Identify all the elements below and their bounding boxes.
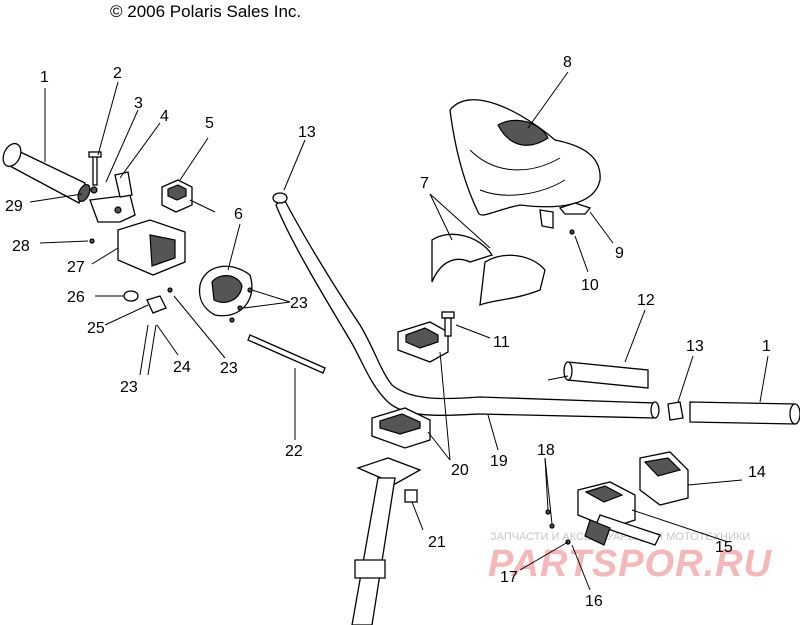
switch-housing	[639, 451, 689, 506]
callout-23-left: 23	[120, 379, 138, 396]
callout-5: 5	[205, 115, 214, 132]
callout-19: 19	[490, 453, 508, 470]
watermark-tagline: ЗАПЧАСТИ И АКСЕССУАРЫ ДЛЯ МОТОТЕХНИКИ	[490, 531, 750, 543]
bar-end-plug	[667, 401, 684, 421]
copyright-notice: © 2006 Polaris Sales Inc.	[110, 2, 302, 21]
callout-25: 25	[87, 320, 105, 337]
callout-9: 9	[615, 245, 624, 262]
callout-14: 14	[748, 464, 766, 481]
callout-7: 7	[420, 175, 429, 192]
leader-lines	[29, 71, 769, 591]
clamp-bolt	[441, 311, 455, 337]
callout-20: 20	[451, 462, 469, 479]
left-clamp-hardware	[88, 151, 136, 223]
callout-16: 16	[585, 593, 603, 610]
callout-27: 27	[67, 259, 85, 276]
callout-24: 24	[173, 359, 191, 376]
callout-8: 8	[563, 54, 572, 71]
callout-3: 3	[134, 95, 143, 112]
brake-master-cylinder	[545, 481, 661, 546]
callout-12: 12	[637, 292, 655, 309]
watermark: ЗАПЧАСТИ И АКСЕССУАРЫ ДЛЯ МОТОТЕХНИКИ PA…	[488, 531, 773, 585]
handlebar-pad	[449, 99, 601, 216]
throttle-block	[161, 179, 216, 213]
callout-18: 18	[537, 442, 555, 459]
watermark-logo: PARTSPOR.RU	[488, 543, 773, 585]
hand-guard-brackets	[431, 233, 546, 307]
callout-1-right: 1	[762, 338, 771, 355]
right-grip	[689, 401, 800, 425]
upper-clamp	[397, 321, 449, 363]
callout-labels: 1 2 3 4 5 6 7 8 9 10 11 12 13 13 1 14 15…	[5, 54, 771, 610]
pad-brackets	[539, 202, 592, 235]
steering-post	[351, 457, 422, 625]
handlebar	[272, 192, 660, 419]
callout-26: 26	[67, 289, 85, 306]
callout-17: 17	[500, 569, 518, 586]
callout-29: 29	[5, 198, 23, 215]
callout-4: 4	[160, 108, 169, 125]
callout-15: 15	[715, 539, 733, 556]
callout-23-right: 23	[290, 295, 308, 312]
callout-13-right: 13	[686, 338, 704, 355]
callout-2: 2	[113, 65, 122, 82]
right-throttle-grip	[547, 361, 649, 389]
throttle-cover	[167, 265, 253, 323]
callout-10: 10	[581, 277, 599, 294]
callout-6: 6	[234, 206, 243, 223]
callout-23-middle: 23	[220, 360, 238, 377]
left-grip	[2, 142, 91, 204]
lower-clamp	[371, 407, 431, 449]
callout-28: 28	[12, 238, 30, 255]
callout-22: 22	[285, 443, 303, 460]
throttle-housing	[89, 219, 186, 314]
callout-11: 11	[493, 334, 510, 351]
callout-1-left: 1	[40, 69, 49, 86]
callout-21: 21	[428, 534, 446, 551]
callout-13-left: 13	[298, 124, 316, 141]
throttle-cable	[247, 334, 326, 374]
